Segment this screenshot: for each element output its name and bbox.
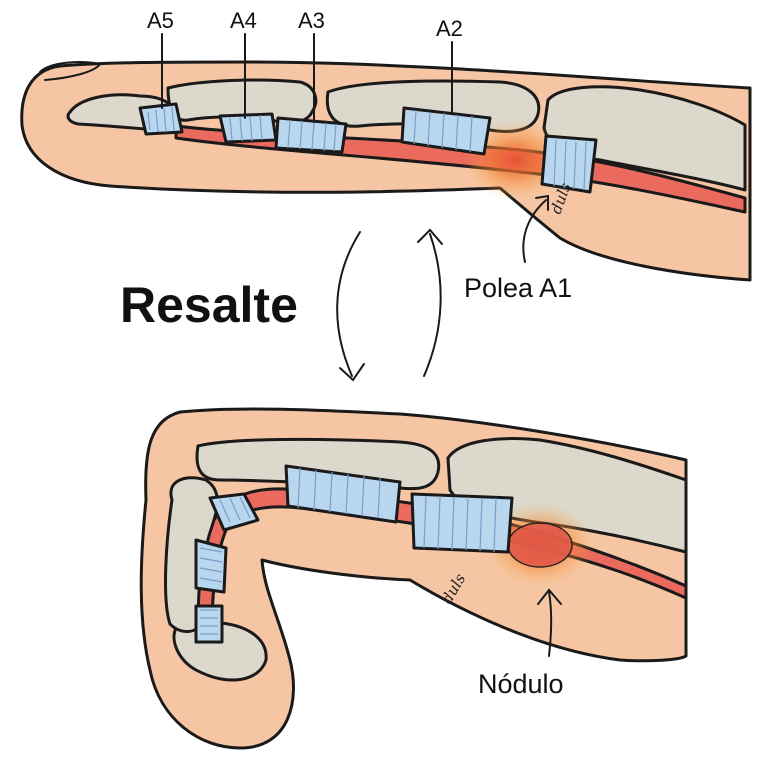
- fingernail: [39, 61, 102, 81]
- flexed-pulley-a2: [284, 464, 402, 524]
- pulley-a4: [218, 112, 278, 144]
- pulley-a5: [138, 102, 184, 136]
- pulley-a1: [540, 134, 598, 194]
- flexed-pulley-a1: [410, 492, 514, 554]
- extended-finger: A5 A4 A3 A2 Polea A1 duls: [20, 8, 752, 303]
- flexed-pulley-a4: [194, 538, 228, 594]
- arrow-down-head: [339, 363, 365, 382]
- flexed-finger: Nódulo duls: [139, 407, 688, 750]
- label-a1: Polea A1: [464, 273, 572, 303]
- arrow-up: [423, 233, 442, 377]
- a1-arrow-head: [535, 194, 549, 211]
- pulley-a3: [274, 116, 348, 154]
- arrow-down: [336, 231, 361, 377]
- nodule-arrow-head: [537, 588, 562, 605]
- nodule-pointer-arrow: [548, 591, 553, 657]
- flexed-pulley-a3: [208, 492, 260, 532]
- proximal-phalanx-flexed: [195, 437, 441, 491]
- tendon-nodule: [507, 522, 573, 568]
- label-a5: A5: [147, 8, 174, 33]
- label-a2: A2: [436, 16, 463, 41]
- arrow-up-head: [417, 228, 443, 245]
- label-nodule: Nódulo: [478, 669, 564, 699]
- pulley-a2: [400, 106, 492, 156]
- a1-pointer-arrow: [522, 199, 547, 263]
- snapping-cycle: Resalte: [120, 228, 443, 382]
- flexed-pulley-a5: [194, 604, 224, 644]
- label-a4: A4: [230, 8, 257, 33]
- label-a3: A3: [298, 8, 325, 33]
- title-resalte: Resalte: [120, 277, 298, 333]
